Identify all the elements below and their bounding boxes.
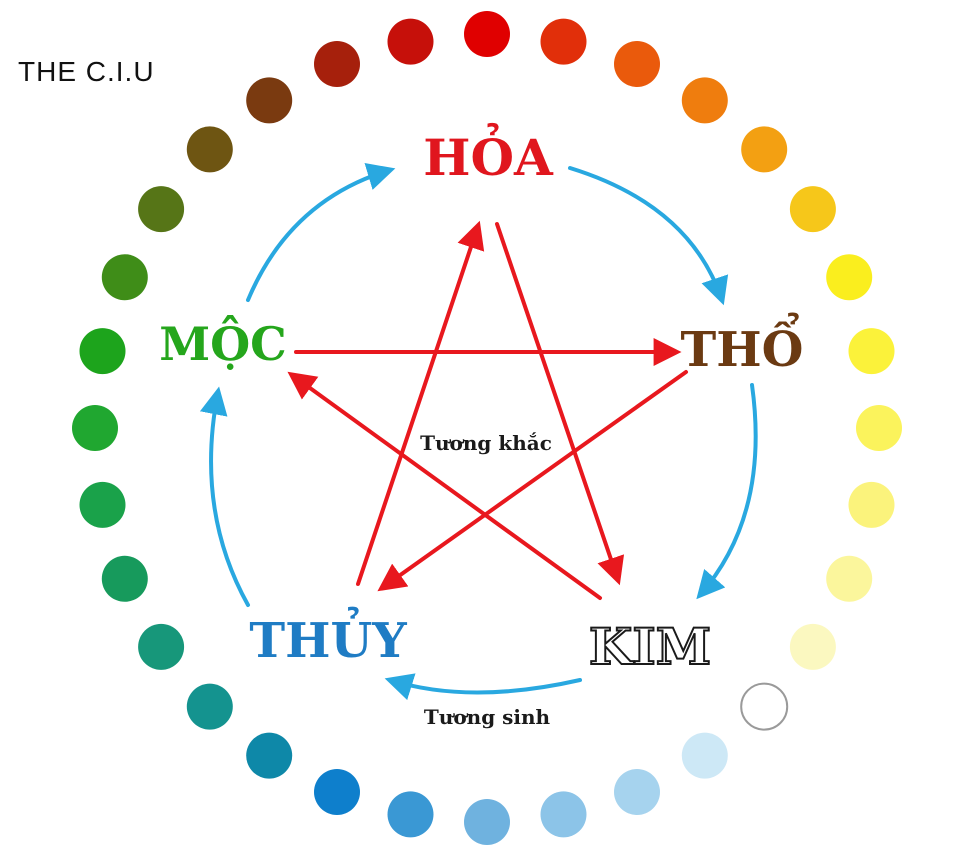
color-wheel-dot: [856, 405, 902, 451]
caption-tuong-khac: Tương khắc: [420, 431, 552, 455]
arc-thuy-to-moc: [199, 386, 250, 607]
star-line-tho-to-thuy: [377, 370, 688, 592]
color-wheel-dot: [101, 555, 148, 602]
color-wheel-dot: [826, 254, 873, 301]
element-label-kim: KIM: [589, 617, 711, 676]
arc-kim-to-thuy: [384, 673, 582, 701]
star-line-thuy-to-hoa: [356, 220, 485, 586]
color-wheel-dot: [614, 41, 660, 87]
arc-moc-to-hoa: [246, 163, 396, 302]
color-wheel-dot: [789, 623, 836, 670]
color-wheel-dot: [186, 683, 233, 730]
color-wheel-dot: [681, 732, 728, 779]
color-wheel-dot: [464, 11, 510, 57]
color-wheel-dot: [848, 481, 895, 528]
color-wheel-dot: [101, 254, 148, 301]
color-wheel-dot: [246, 732, 293, 779]
color-wheel-dot: [387, 18, 434, 65]
color-wheel-dot: [740, 682, 789, 731]
star-line-hoa-to-kim: [495, 222, 625, 586]
color-wheel-dot: [387, 791, 434, 838]
color-wheel: [72, 11, 902, 845]
color-wheel-dot: [540, 791, 587, 838]
color-wheel-dot: [848, 328, 895, 375]
arc-tho-to-kim: [696, 383, 758, 600]
color-wheel-dot: [540, 18, 587, 65]
controlling-cycle: [287, 220, 688, 600]
color-wheel-dot: [79, 328, 126, 375]
color-wheel-dot: [464, 799, 510, 845]
generating-cycle: [199, 163, 758, 701]
color-wheel-dot: [826, 555, 873, 602]
color-wheel-dot: [138, 623, 185, 670]
color-wheel-dot: [614, 769, 660, 815]
color-wheel-dot: [186, 126, 233, 173]
color-wheel-dot: [138, 186, 185, 233]
color-wheel-dot: [789, 186, 836, 233]
element-label-hoa: HỎA: [423, 122, 554, 187]
color-wheel-dot: [741, 126, 788, 173]
color-wheel-dot: [72, 405, 118, 451]
color-wheel-dot: [314, 769, 360, 815]
color-wheel-dot: [246, 77, 293, 124]
star-line-kim-to-moc: [287, 371, 602, 600]
color-wheel-dot: [79, 481, 126, 528]
brand-logo: THE C.I.U: [18, 56, 155, 87]
color-wheel-dot: [314, 41, 360, 87]
arc-hoa-to-tho: [568, 166, 729, 306]
caption-tuong-sinh: Tương sinh: [424, 705, 551, 729]
element-label-moc: MỘC: [159, 314, 287, 371]
color-wheel-dot: [681, 77, 728, 124]
element-label-tho: THỔ: [681, 311, 804, 378]
element-label-thuy: THỦY: [249, 605, 407, 669]
